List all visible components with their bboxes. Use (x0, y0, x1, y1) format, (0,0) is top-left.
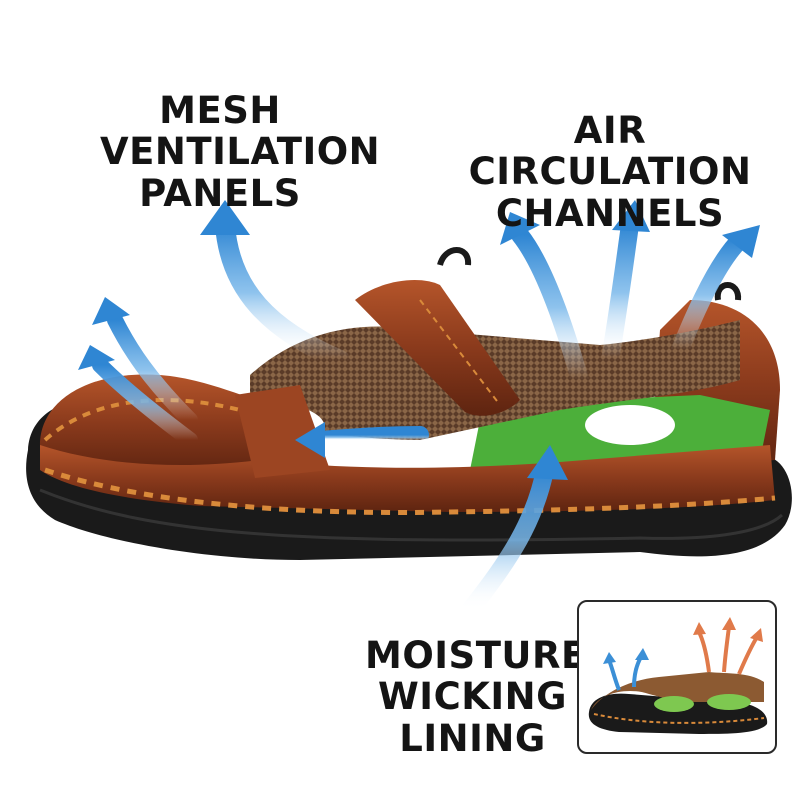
moisture-wicking-label: MOISTURE WICKING LINING (365, 634, 587, 760)
mesh-ventilation-label: MESH VENTILATION PANELS (100, 89, 381, 215)
mesh-label-line-3: PANELS (139, 171, 301, 215)
air-label-line-2: CHANNELS (495, 191, 725, 235)
air-circulation-label: AIR CIRCULATION CHANNELS (440, 109, 780, 235)
moisture-label-line-1: MOISTURE (365, 634, 587, 677)
moisture-label-line-3: LINING (399, 716, 546, 760)
airflow-arrow-icon (78, 200, 760, 619)
mesh-label-line-1: MESH (159, 89, 281, 132)
sandal-thumbnail-icon (588, 617, 768, 734)
moisture-label-line-2: WICKING (377, 675, 567, 719)
velcro-strap (355, 280, 520, 416)
side-panel (40, 445, 775, 512)
sandal-thumbnail (577, 600, 777, 754)
stitching (44, 467, 776, 515)
air-label-line-1: AIR CIRCULATION (468, 109, 752, 194)
mesh-label-line-2: VENTILATION (100, 130, 381, 174)
